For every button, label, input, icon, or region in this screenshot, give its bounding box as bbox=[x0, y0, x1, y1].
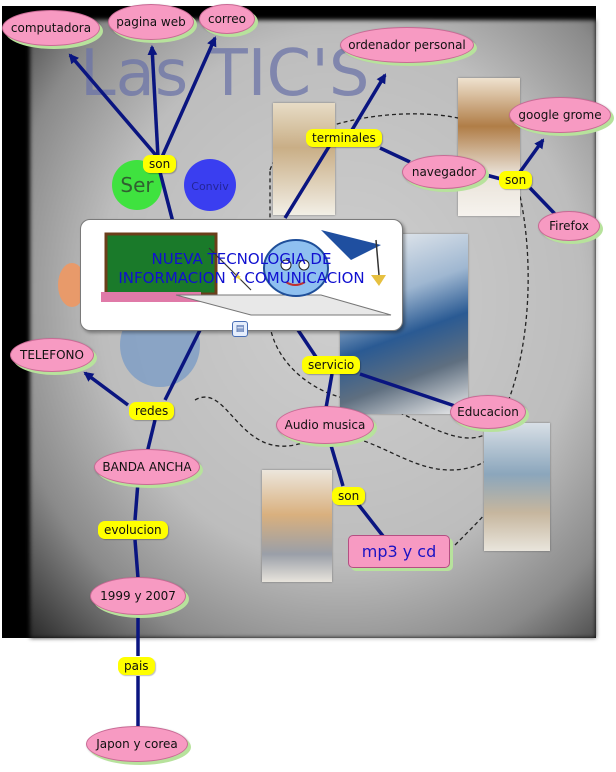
connector-redes-banda-ancha bbox=[145, 419, 157, 454]
concept-mp3-cd[interactable]: mp3 y cd bbox=[348, 535, 450, 568]
central-illustration bbox=[101, 230, 392, 316]
connector-evolucion-anios bbox=[133, 539, 140, 579]
concept-computadora[interactable]: computadora bbox=[2, 10, 100, 46]
connector-terminales-navegador bbox=[379, 146, 411, 164]
central-topic-title: NUEVA TECNOLOGIA DE INFORMACION Y COMUNI… bbox=[118, 250, 365, 287]
link-label-son-top[interactable]: son bbox=[143, 155, 177, 173]
concept-banda-ancha[interactable]: BANDA ANCHA bbox=[94, 449, 200, 485]
connector-son-google bbox=[518, 138, 545, 174]
background-title: Las TIC'S bbox=[80, 37, 369, 111]
photo-person-phone bbox=[458, 78, 520, 216]
concept-navegador[interactable]: navegador bbox=[402, 155, 486, 189]
connector-son-computadora bbox=[68, 53, 162, 162]
concept-correo[interactable]: correo bbox=[199, 4, 255, 34]
link-label-redes[interactable]: redes bbox=[129, 402, 175, 420]
connector-son-pagina-web bbox=[147, 45, 160, 158]
connector-audio-son bbox=[328, 441, 345, 487]
document-icon[interactable]: ▤ bbox=[232, 321, 248, 337]
connector-redes-telefono bbox=[83, 371, 130, 407]
concept-google-grome[interactable]: google grome bbox=[509, 97, 611, 133]
photo-child-computer bbox=[262, 470, 332, 582]
svg-text:Ser: Ser bbox=[120, 173, 154, 197]
central-topic-card[interactable]: NUEVA TECNOLOGIA DE INFORMACION Y COMUNI… bbox=[80, 219, 403, 331]
link-label-servicio[interactable]: servicio bbox=[302, 356, 361, 374]
link-label-son-right[interactable]: son bbox=[499, 171, 533, 189]
concept-ordenador-personal[interactable]: ordenador personal bbox=[340, 27, 474, 63]
concept-1999-2007[interactable]: 1999 y 2007 bbox=[90, 577, 186, 615]
dashed-loop-upper bbox=[268, 113, 529, 439]
link-label-evolucion[interactable]: evolucion bbox=[98, 521, 168, 539]
link-label-terminales[interactable]: terminales bbox=[306, 129, 382, 147]
connector-son-firefox bbox=[528, 186, 557, 216]
connector-center-terminales bbox=[283, 139, 335, 219]
connector-servicio-educacion bbox=[359, 372, 456, 408]
photo-person-upper bbox=[273, 103, 335, 215]
connector-banda-evolucion bbox=[133, 481, 140, 521]
orange-circle-decoration bbox=[58, 263, 86, 307]
dashed-loop-lower bbox=[194, 396, 509, 471]
svg-text:Conviv: Conviv bbox=[191, 180, 229, 193]
concept-japon-corea[interactable]: Japon y corea bbox=[86, 726, 188, 762]
concept-pagina-web[interactable]: pagina web bbox=[108, 4, 194, 40]
concept-educacion[interactable]: Educacion bbox=[450, 395, 526, 429]
connector-son-correo bbox=[160, 36, 217, 158]
concept-firefox[interactable]: Firefox bbox=[538, 211, 600, 241]
connector-son-mp3 bbox=[356, 502, 385, 538]
connector-servicio-audio bbox=[324, 373, 334, 409]
concept-telefono[interactable]: TELEFONO bbox=[10, 338, 94, 372]
connector-center-redes bbox=[163, 329, 202, 401]
concept-audio-musica[interactable]: Audio musica bbox=[276, 406, 374, 444]
blue-circle-decoration bbox=[184, 159, 236, 211]
link-label-son-bottom[interactable]: son bbox=[332, 487, 366, 505]
connector-terminales-ordenador bbox=[350, 73, 387, 131]
photo-family-computer bbox=[484, 423, 550, 551]
link-label-pais[interactable]: pais bbox=[118, 657, 155, 675]
